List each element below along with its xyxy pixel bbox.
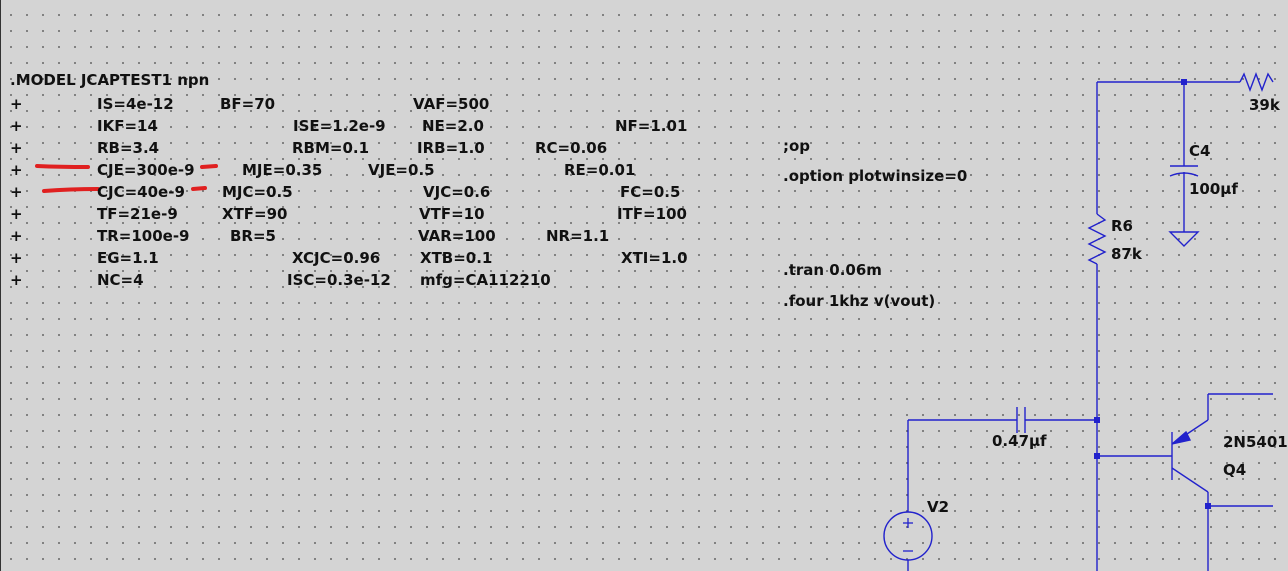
annotation-underline-cje-right [200,164,218,169]
continuation-plus: + [10,183,23,201]
model-param[interactable]: RB=3.4 [97,139,160,157]
c4-name-label[interactable]: C4 [1189,142,1211,160]
junction-dot [1094,453,1100,459]
canvas-left-border [0,0,1,571]
model-param[interactable]: NC=4 [97,271,144,289]
model-param[interactable]: EG=1.1 [97,249,159,267]
continuation-plus: + [10,161,23,179]
r6-name-label[interactable]: R6 [1111,217,1133,235]
model-param[interactable]: TR=100e-9 [97,227,190,245]
model-param[interactable]: RC=0.06 [535,139,608,157]
directive-tran[interactable]: .tran 0.06m [783,261,882,279]
model-param[interactable]: IKF=14 [97,117,158,135]
ground-icon[interactable] [1168,231,1200,247]
transistor-q4-emitter-arrow [1171,430,1192,445]
model-param[interactable]: NE=2.0 [422,117,484,135]
model-param[interactable]: VTF=10 [419,205,485,223]
model-param[interactable]: CJC=40e-9 [97,183,185,201]
continuation-plus: + [10,205,23,223]
model-param[interactable]: NF=1.01 [615,117,688,135]
model-param[interactable]: RBM=0.1 [292,139,370,157]
model-param[interactable]: XTF=90 [222,205,288,223]
model-param[interactable]: CJE=300e-9 [97,161,195,179]
continuation-plus: + [10,271,23,289]
resistor-39k-symbol[interactable] [1239,72,1274,92]
model-param[interactable]: ISC=0.3e-12 [287,271,391,289]
v2-name-label[interactable]: V2 [927,498,950,516]
continuation-plus: + [10,249,23,267]
model-param[interactable]: XCJC=0.96 [292,249,381,267]
c4-value-label[interactable]: 100µf [1189,180,1238,198]
q4-name-label[interactable]: Q4 [1223,461,1247,479]
annotation-underline-cjc-right [191,186,207,191]
model-param[interactable]: mfg=CA112210 [420,271,551,289]
annotation-underline-cjc-left [42,187,100,193]
model-param[interactable]: XTB=0.1 [420,249,493,267]
model-param[interactable]: VJC=0.6 [423,183,491,201]
model-param[interactable]: MJC=0.5 [222,183,293,201]
model-param[interactable]: XTI=1.0 [621,249,688,267]
resistor-r6-symbol[interactable] [1087,213,1107,265]
junction-dot [1094,417,1100,423]
model-param[interactable]: FC=0.5 [620,183,681,201]
model-param[interactable]: IS=4e-12 [97,95,174,113]
model-param[interactable]: TF=21e-9 [97,205,178,223]
junction-dot [1205,503,1211,509]
continuation-plus: + [10,139,23,157]
continuation-plus: + [10,95,23,113]
directive-option[interactable]: .option plotwinsize=0 [783,167,968,185]
junction-dot [1181,79,1187,85]
model-param[interactable]: BF=70 [220,95,276,113]
annotation-underline-cje-left [35,164,90,169]
r6-value-label[interactable]: 87k [1111,245,1142,263]
model-param[interactable]: VAF=500 [413,95,490,113]
q4-model-label[interactable]: 2N5401 [1223,433,1288,451]
model-param[interactable]: MJE=0.35 [242,161,323,179]
model-param[interactable]: IRB=1.0 [417,139,485,157]
model-param[interactable]: RE=0.01 [564,161,636,179]
transistor-q4-collector-leg[interactable] [1171,467,1209,493]
model-param[interactable]: VJE=0.5 [368,161,435,179]
model-param[interactable]: VAR=100 [418,227,496,245]
coupling-cap-value-label[interactable]: 0.47µf [992,432,1047,450]
resistor-39k-value-label[interactable]: 39k [1249,96,1280,114]
model-param[interactable]: NR=1.1 [546,227,610,245]
model-param[interactable]: ITF=100 [617,205,687,223]
continuation-plus: + [10,117,23,135]
directive-four[interactable]: .four 1khz v(vout) [783,292,936,310]
model-param[interactable]: ISE=1.2e-9 [293,117,386,135]
continuation-plus: + [10,227,23,245]
directive-op[interactable]: ;op [783,137,811,155]
model-title[interactable]: .MODEL JCAPTEST1 npn [10,71,210,89]
model-param[interactable]: BR=5 [230,227,276,245]
